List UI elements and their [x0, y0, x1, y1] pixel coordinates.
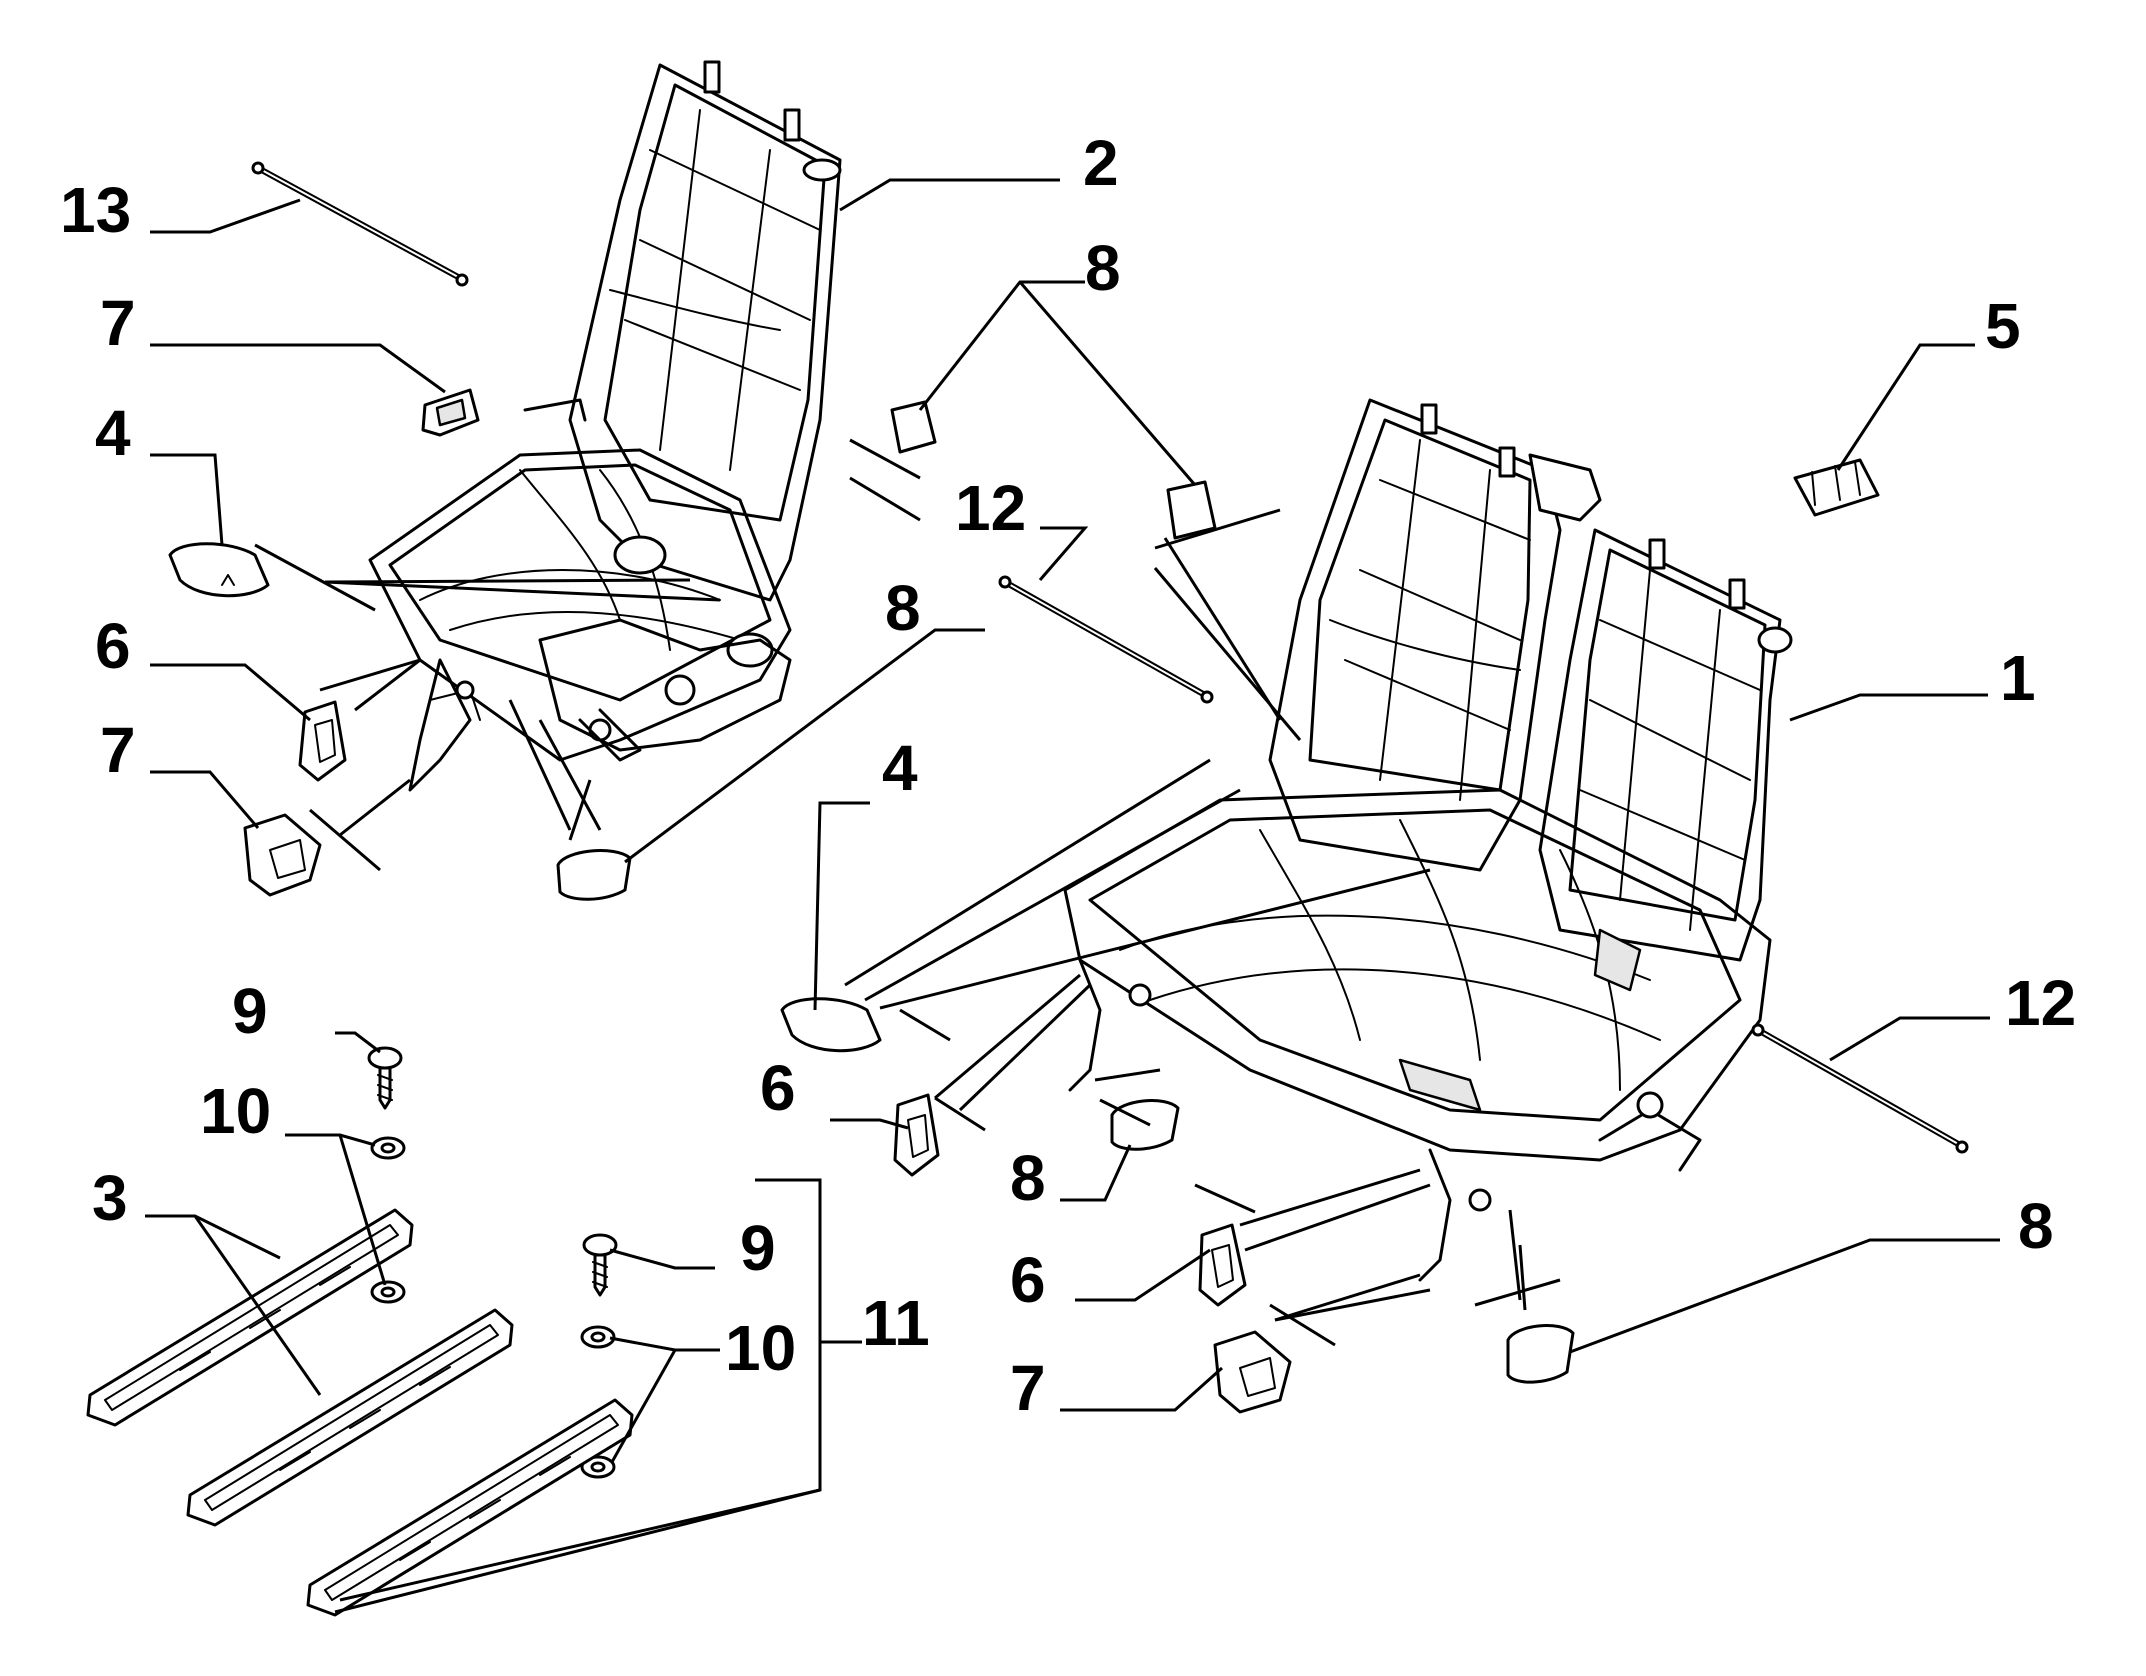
rail-3-c: [306, 1398, 634, 1617]
callout-8: 8: [885, 572, 921, 644]
cap-8-c: [556, 849, 632, 901]
gas-strut-12-lower: [1751, 1023, 1969, 1154]
callout-10: 10: [200, 1075, 271, 1147]
bracket-6-left: [298, 700, 347, 782]
screw-9-upper: [367, 1046, 403, 1110]
washer-10-d: [580, 1455, 616, 1479]
callout-labels: 13 7 4 6 7 2 8 12 8 5 1 4 12 6 8 6 8 7 9…: [60, 127, 2076, 1424]
washer-10-c: [580, 1325, 616, 1349]
rail-3-a: [86, 1208, 414, 1427]
handle-4-left: [168, 542, 270, 598]
callout-7: 7: [100, 287, 136, 359]
screw-9-lower: [582, 1233, 618, 1297]
callout-4: 4: [882, 732, 918, 804]
callout-5: 5: [1985, 290, 2021, 362]
gas-strut-12-upper: [998, 575, 1214, 704]
callout-6: 6: [760, 1052, 796, 1124]
callout-8: 8: [2018, 1190, 2054, 1262]
cover-7-upper: [421, 388, 480, 437]
callout-6: 6: [1010, 1244, 1046, 1316]
callout-10: 10: [725, 1312, 796, 1384]
cap-8-e: [1506, 1324, 1575, 1384]
leader-lines: [145, 178, 2000, 1614]
double-seat-frame: [1063, 398, 1793, 1282]
rail-3-b: [186, 1308, 514, 1527]
callout-12: 12: [955, 472, 1026, 544]
gas-strut-13: [251, 161, 469, 287]
washer-10-a: [370, 1136, 406, 1160]
cap-8-b: [1166, 480, 1217, 540]
clip-5: [1793, 458, 1880, 517]
callout-3: 3: [92, 1162, 128, 1234]
cap-8-d: [1110, 1099, 1180, 1151]
callout-12: 12: [2005, 967, 2076, 1039]
bracket-6-right: [1198, 1223, 1247, 1307]
washer-10-b: [370, 1280, 406, 1304]
bracket-6-middle: [893, 1093, 940, 1177]
callout-7: 7: [1010, 1352, 1046, 1424]
cap-8-a: [890, 400, 937, 454]
callout-8: 8: [1085, 232, 1121, 304]
cover-7-middle: [243, 813, 322, 897]
callout-6: 6: [95, 610, 131, 682]
callout-11: 11: [862, 1287, 930, 1359]
callout-8: 8: [1010, 1142, 1046, 1214]
callout-1: 1: [2000, 642, 2036, 714]
callout-13: 13: [60, 174, 131, 246]
single-seat-frame: [368, 60, 842, 792]
callout-7: 7: [100, 714, 136, 786]
callout-2: 2: [1083, 127, 1119, 199]
callout-9: 9: [740, 1212, 776, 1284]
handle-4-right: [780, 997, 882, 1053]
callout-9: 9: [232, 975, 268, 1047]
cover-7-lower: [1213, 1330, 1292, 1414]
callout-4: 4: [95, 397, 131, 469]
